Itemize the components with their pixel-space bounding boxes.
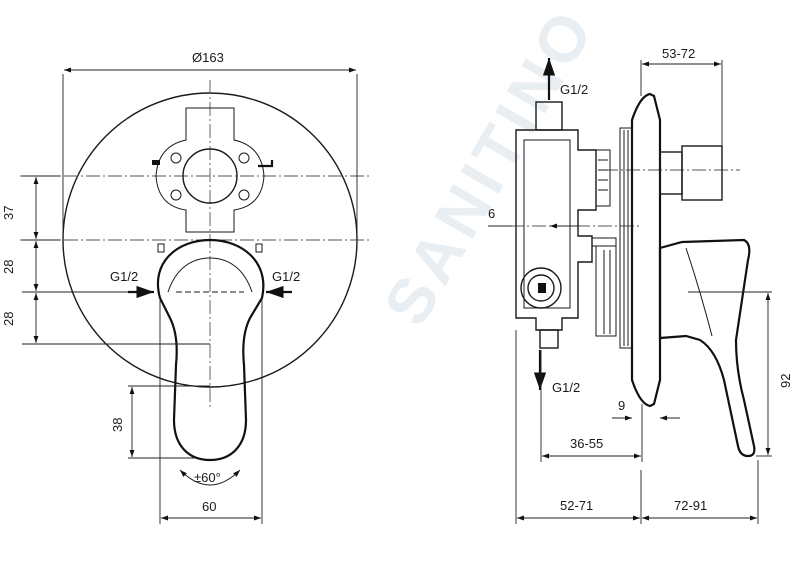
port-top-label: G1/2 [560, 82, 588, 97]
dim-9-label: 9 [618, 398, 625, 413]
screw-hole [238, 189, 250, 201]
wall-plate [630, 92, 662, 408]
dim-28-upper-label: 28 [1, 260, 16, 274]
diverter-knob [681, 145, 723, 201]
mixer-body [515, 129, 597, 331]
side-view: G1/2 G1/2 [488, 46, 793, 524]
side-inlet-bore [527, 274, 555, 302]
mixer-body-inner [523, 139, 571, 309]
lever-inner-edge [167, 257, 253, 293]
marker-icon [258, 160, 274, 168]
cartridge-thread [595, 149, 611, 207]
dim-36-55-label: 36-55 [570, 436, 603, 451]
dim-72-91-label: 72-91 [674, 498, 707, 513]
dim-52-71-label: 52-71 [560, 498, 593, 513]
lever-side-edge [685, 247, 713, 337]
plate-seal [619, 127, 633, 349]
dim-38-label: 38 [110, 418, 125, 432]
screw-hole [170, 189, 182, 201]
dim-60-label: 60 [202, 499, 216, 514]
lever-handle [157, 238, 265, 462]
port-left-label: G1/2 [110, 269, 138, 284]
rotation-arc [179, 469, 241, 486]
watermark-text: SANITINO [370, 0, 609, 337]
cartridge-opening [182, 148, 238, 204]
screw-hole [170, 152, 182, 164]
frame-slot [157, 243, 165, 253]
bottom-outlet-stub [539, 329, 559, 349]
valve-stem [591, 237, 617, 247]
side-inlet-ring [520, 267, 562, 309]
diameter-label: Ø163 [192, 50, 224, 65]
front-view: Ø163 37 28 28 G1/2 G1/2 38 ±60° 60 [1, 50, 372, 524]
dim-92-label: 92 [778, 374, 793, 388]
marker-icon [152, 160, 160, 165]
frame-slot [255, 243, 263, 253]
diverter-neck [659, 151, 683, 195]
lever-side-profile [658, 238, 756, 458]
screw-hole [238, 152, 250, 164]
side-inlet-core [538, 283, 546, 293]
port-bottom-label: G1/2 [552, 380, 580, 395]
dim-53-72-label: 53-72 [662, 46, 695, 61]
valve-body [595, 245, 617, 337]
dim-37-label: 37 [1, 206, 16, 220]
rotation-label: ±60° [194, 470, 221, 485]
dim-28-lower-label: 28 [1, 312, 16, 326]
dim-6-label: 6 [488, 206, 495, 221]
port-right-label: G1/2 [272, 269, 300, 284]
